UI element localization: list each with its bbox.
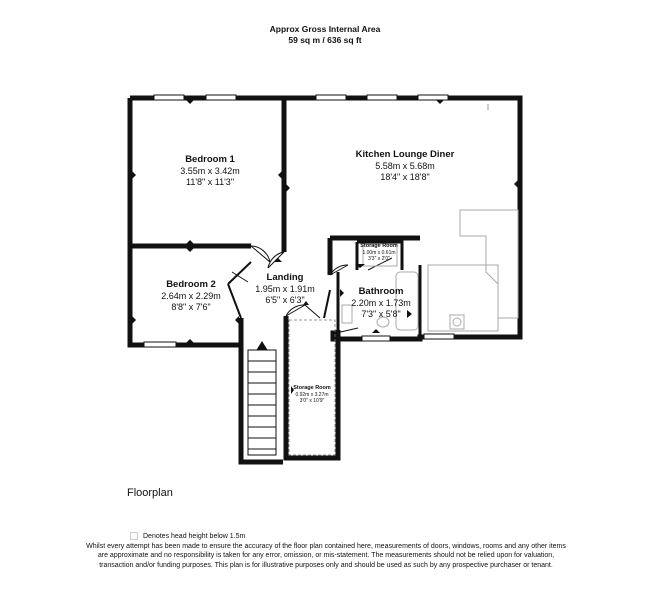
stairs	[247, 341, 277, 456]
room-label-bedroom-2: Bedroom 2 2.64m x 2.29m 8'8" x 7'6"	[136, 279, 246, 313]
kitchen-units	[427, 104, 519, 332]
room-imperial: 3'0" x 10'9"	[299, 397, 325, 404]
head-height-swatch	[130, 532, 138, 540]
inner-walls	[336, 240, 422, 338]
room-label-bedroom-1: Bedroom 1 3.55m x 3.42m 11'8" x 11'3"	[145, 154, 275, 188]
floorplan-label: Floorplan	[127, 487, 173, 499]
disclaimer: Whilst every attempt has been made to en…	[86, 543, 566, 569]
room-label-landing: Landing 1.95m x 1.91m 6'5" x 6'3"	[240, 272, 330, 306]
legend: Denotes head height below 1.5m	[130, 532, 245, 540]
dimension-markers	[132, 100, 518, 394]
landing-outline	[227, 261, 331, 319]
walls	[127, 95, 523, 465]
doors	[231, 245, 393, 334]
storage-room-dashed	[288, 319, 336, 456]
room-name: Storage Room	[360, 243, 398, 249]
room-metric: 2.64m x 2.29m	[161, 290, 221, 301]
windows	[143, 94, 455, 348]
room-label-bathroom: Bathroom 2.20m x 1.73m 7'3" x 5'8"	[336, 286, 426, 320]
room-name: Landing	[266, 272, 304, 283]
room-metric: 5.58m x 5.68m	[375, 160, 435, 171]
room-imperial: 3'3" x 2'0"	[368, 255, 390, 262]
room-imperial: 11'8" x 11'3"	[185, 177, 235, 188]
room-metric: 1.00m x 0.61m	[362, 249, 396, 256]
room-metric: 3.55m x 3.42m	[180, 165, 240, 176]
room-name: Bedroom 1	[185, 154, 235, 165]
room-label-storage-room: Storage Room 0.92m x 3.27m 3'0" x 10'9"	[287, 385, 337, 404]
area-value: 59 sq m / 636 sq ft	[288, 35, 362, 45]
room-imperial: 8'8" x 7'6"	[171, 302, 211, 313]
area-title: Approx Gross Internal Area	[269, 24, 381, 34]
room-imperial: 6'5" x 6'3"	[265, 295, 305, 306]
room-name: Storage Room	[293, 385, 331, 391]
room-metric: 0.92m x 3.27m	[295, 391, 329, 398]
room-name: Bedroom 2	[166, 279, 216, 290]
room-metric: 1.95m x 1.91m	[255, 283, 315, 294]
room-metric: 2.20m x 1.73m	[351, 297, 411, 308]
bathroom-fittings	[341, 243, 419, 331]
room-imperial: 7'3" x 5'8"	[361, 309, 401, 320]
room-label-storage-room-small: Storage Room 1.00m x 0.61m 3'3" x 2'0"	[357, 243, 401, 262]
room-name: Bathroom	[358, 286, 404, 297]
room-label-kitchen-lounge-diner: Kitchen Lounge Diner 5.58m x 5.68m 18'4"…	[330, 149, 480, 183]
room-imperial: 18'4" x 18'8"	[380, 172, 430, 183]
room-name: Kitchen Lounge Diner	[355, 149, 455, 160]
legend-text: Denotes head height below 1.5m	[143, 532, 246, 540]
